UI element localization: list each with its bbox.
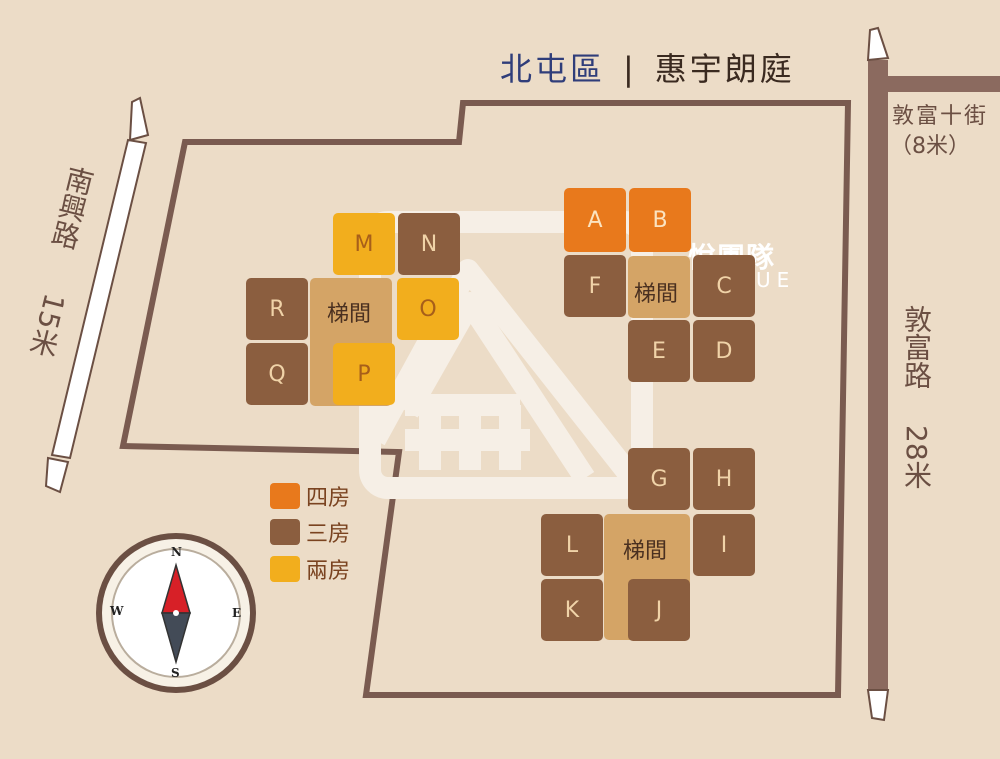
dunfu-road-label: 敦富路 bbox=[896, 305, 936, 398]
unit-b: B bbox=[629, 188, 691, 252]
unit-a: A bbox=[564, 188, 626, 252]
legend-label: 三房 bbox=[306, 522, 351, 547]
unit-c: C bbox=[693, 255, 755, 317]
unit-k: K bbox=[541, 579, 603, 641]
compass-s: S bbox=[171, 666, 180, 680]
dunfu-10th-street-width: （8米） bbox=[890, 134, 970, 159]
compass-icon bbox=[96, 533, 256, 693]
pointing-hand-icon bbox=[128, 96, 150, 142]
compass-n: N bbox=[171, 545, 182, 559]
legend-swatch bbox=[270, 519, 300, 545]
unit-m: M bbox=[333, 213, 395, 275]
legend-item-3room: 三房 bbox=[270, 516, 350, 548]
dunfu-10th-street-name: 敦富十街 bbox=[892, 104, 989, 129]
dunfu-road bbox=[866, 26, 890, 722]
unit-f: F bbox=[564, 255, 626, 317]
unit-g: G bbox=[628, 448, 690, 510]
watermark-subtext: UE bbox=[756, 268, 796, 292]
dunfu-10th-street bbox=[888, 76, 1000, 92]
legend-item-2room: 兩房 bbox=[270, 553, 350, 585]
dunfu-road-name: 敦富路 bbox=[900, 305, 933, 389]
legend-item-4room: 四房 bbox=[270, 480, 350, 512]
legend-label: 四房 bbox=[306, 486, 351, 511]
unit-n: N bbox=[398, 213, 460, 275]
stairwell-label: 梯間 bbox=[327, 302, 372, 327]
stairwell-shape bbox=[628, 256, 690, 318]
unit-d: D bbox=[693, 320, 755, 382]
unit-i: I bbox=[693, 514, 755, 576]
pointing-hand-icon bbox=[44, 456, 70, 494]
unit-l: L bbox=[541, 514, 603, 576]
unit-h: H bbox=[693, 448, 755, 510]
stairwell-label: 梯間 bbox=[623, 539, 668, 564]
pointing-hand-icon bbox=[866, 26, 890, 62]
district-name: 北屯區 bbox=[500, 50, 606, 88]
dunfu-road-width: 28米 bbox=[896, 425, 936, 498]
unit-p: P bbox=[333, 343, 395, 405]
nanxing-road bbox=[44, 96, 150, 494]
lot-boundary bbox=[119, 100, 852, 698]
compass-e: E bbox=[232, 606, 242, 620]
compass-w: W bbox=[110, 604, 124, 618]
legend-swatch bbox=[270, 556, 300, 582]
pointing-hand-icon bbox=[866, 689, 890, 722]
unit-o: O bbox=[397, 278, 459, 340]
legend-swatch bbox=[270, 483, 300, 509]
unit-j: J bbox=[628, 579, 690, 641]
stairwell-label: 梯間 bbox=[634, 282, 679, 307]
map-title: 北屯區 | 惠宇朗庭 bbox=[500, 44, 795, 90]
project-name: 惠宇朗庭 bbox=[654, 50, 795, 88]
dunfu-road-width-text: 28米 bbox=[900, 425, 933, 489]
title-separator: | bbox=[623, 50, 637, 88]
unit-r: R bbox=[246, 278, 308, 340]
watermark-logo bbox=[359, 211, 653, 499]
unit-q: Q bbox=[246, 343, 308, 405]
legend-label: 兩房 bbox=[306, 559, 351, 584]
unit-e: E bbox=[628, 320, 690, 382]
